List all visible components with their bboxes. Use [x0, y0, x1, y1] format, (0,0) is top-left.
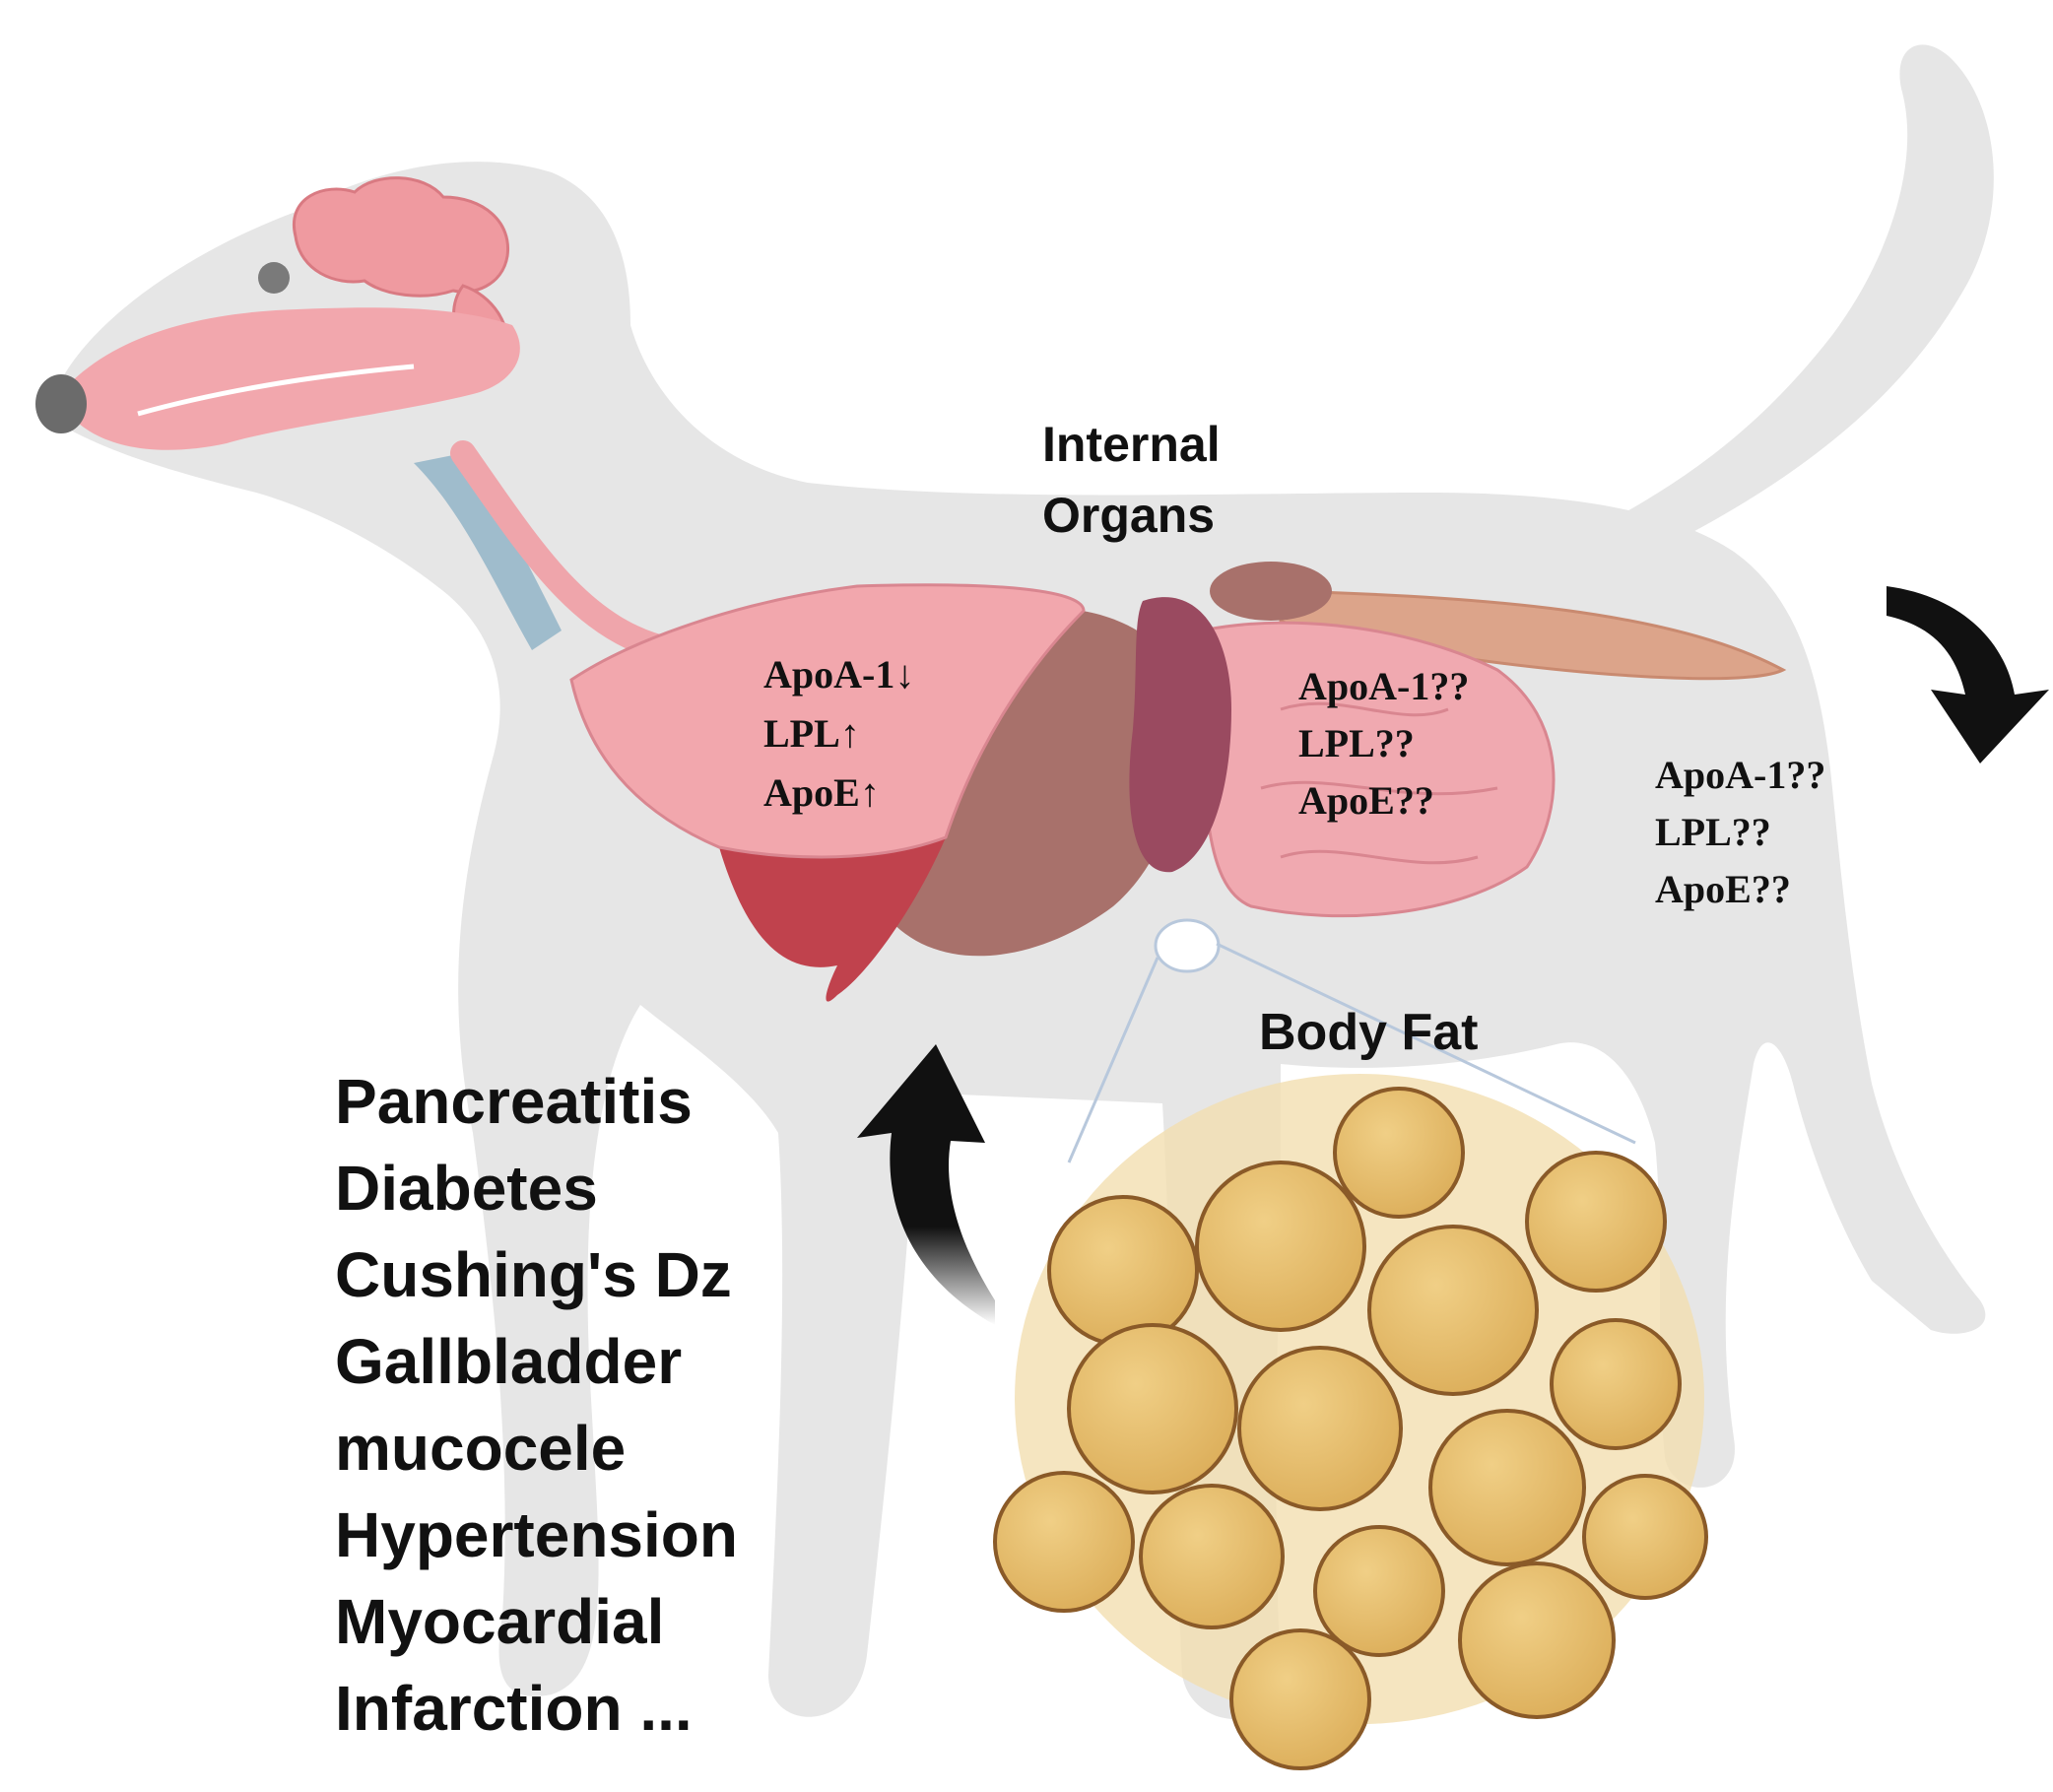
marker-line: ApoA-1?? — [1298, 664, 1469, 708]
disease-item: Myocardial — [335, 1586, 664, 1657]
arrows — [857, 586, 2049, 1325]
internal-organs-line-2: Organs — [1042, 488, 1215, 543]
intestine-markers: ApoA-1?? LPL?? ApoE?? — [1298, 664, 1469, 823]
fat-cell — [1237, 1346, 1403, 1511]
fat-cell — [1428, 1409, 1586, 1566]
fat-cell — [1195, 1161, 1366, 1332]
disease-item: Pancreatitis — [335, 1066, 693, 1137]
small-intestine — [1200, 621, 1556, 918]
curved-arrow-up-icon — [857, 1044, 995, 1325]
nose-icon — [35, 374, 87, 433]
marker-line: ApoA-1↓ — [763, 652, 914, 697]
disease-item: mucocele — [335, 1413, 626, 1484]
eye — [258, 262, 290, 294]
fat-cell — [1367, 1225, 1539, 1396]
marker-line: LPL?? — [1298, 721, 1415, 765]
fat-cell — [1067, 1323, 1238, 1494]
trachea-organ — [414, 440, 683, 663]
internal-organs-line-1: Internal — [1042, 417, 1221, 472]
label-body-fat: Body Fat — [1259, 1004, 1478, 1061]
fat-cell — [1139, 1484, 1285, 1629]
fat-cell — [993, 1471, 1135, 1613]
liver-organ — [569, 583, 1231, 1002]
intestine-folds — [1260, 701, 1498, 865]
esophagus — [450, 440, 683, 663]
intestine-organ — [1200, 562, 1787, 918]
fat-cell — [1333, 1087, 1465, 1219]
zoom-line-right — [1216, 942, 1636, 1145]
marker-line: ApoE?? — [1298, 778, 1434, 823]
fat-cell-cluster — [993, 1074, 1708, 1770]
marker-line: ApoE↑ — [763, 770, 880, 815]
curved-arrow-down-icon — [1887, 586, 2049, 763]
fat-zoom-connector — [1067, 918, 1636, 1163]
trachea — [414, 453, 562, 650]
disease-item: Cushing's Dz — [335, 1239, 732, 1310]
fat-cell — [1047, 1195, 1199, 1347]
tongue-line — [137, 364, 415, 417]
spleen — [1129, 597, 1231, 873]
disease-item: Hypertension — [335, 1499, 738, 1570]
fat-cell — [1550, 1318, 1682, 1450]
body-markers: ApoA-1?? LPL?? ApoE?? — [1655, 753, 1825, 911]
marker-line: ApoE?? — [1655, 867, 1791, 911]
fat-cell — [1458, 1561, 1616, 1719]
zoom-origin-circle — [1154, 918, 1221, 973]
fat-cell — [1525, 1151, 1667, 1293]
liver-markers: ApoA-1↓ LPL↑ ApoE↑ — [763, 652, 914, 815]
disease-item: Gallbladder — [335, 1326, 682, 1397]
fat-cell — [1229, 1628, 1371, 1770]
kidney — [1210, 562, 1332, 621]
disease-item: Infarction ... — [335, 1673, 693, 1744]
dog-tail — [1625, 44, 1994, 552]
liver-dark-lobe — [719, 837, 946, 1002]
disease-list: Pancreatitis Diabetes Cushing's Dz Gallb… — [335, 1066, 738, 1744]
marker-line: LPL?? — [1655, 810, 1771, 854]
label-internal-organs: Internal Organs — [1042, 417, 1221, 543]
marker-line: ApoA-1?? — [1655, 753, 1825, 797]
disease-item: Diabetes — [335, 1153, 598, 1224]
zoom-line-left — [1067, 957, 1159, 1163]
marker-line: LPL↑ — [763, 711, 860, 756]
fat-cell — [1582, 1474, 1708, 1600]
fat-cell — [1313, 1525, 1445, 1657]
brain-cerebrum — [292, 176, 510, 298]
liver-main-lobe — [569, 583, 1086, 859]
muzzle-organ — [35, 307, 520, 450]
